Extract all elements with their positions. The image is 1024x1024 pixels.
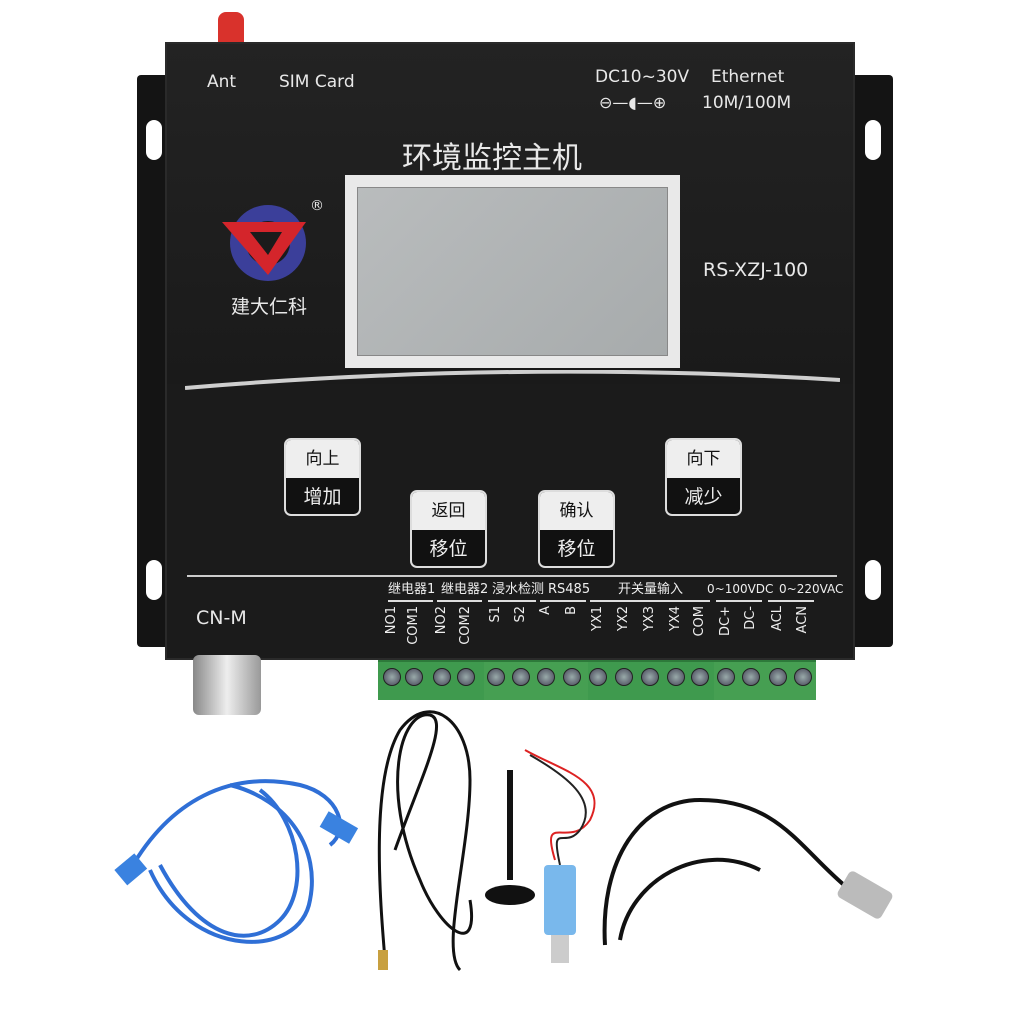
button-top-label: 向上 <box>286 440 359 478</box>
terminal-screw[interactable] <box>794 668 812 686</box>
terminal-screw[interactable] <box>667 668 685 686</box>
brand-name: 建大仁科 <box>231 296 308 318</box>
terminal-label: COM1 <box>406 606 421 645</box>
sim-card-label: SIM Card <box>279 72 355 92</box>
terminal-screw[interactable] <box>641 668 659 686</box>
button-bottom-label: 增加 <box>303 486 342 508</box>
group-label: 继电器1 <box>388 582 436 597</box>
button-top-label: 确认 <box>540 492 613 530</box>
terminal-screw[interactable] <box>717 668 735 686</box>
terminal-screw[interactable] <box>537 668 555 686</box>
brand-logo <box>222 205 306 281</box>
button-top-label: 向下 <box>667 440 740 478</box>
group-label: 0~220VAC <box>779 582 844 596</box>
terminal-screw[interactable] <box>769 668 787 686</box>
group-bracket <box>540 600 586 602</box>
group-label: 继电器2 <box>441 582 489 597</box>
accessories <box>114 710 893 972</box>
terminal-label: YX2 <box>616 606 631 632</box>
terminal-label: A <box>538 606 553 615</box>
terminal-screw[interactable] <box>405 668 423 686</box>
terminal-label: DC- <box>743 606 758 630</box>
group-label: RS485 <box>548 582 591 597</box>
terminal-label: DC+ <box>718 606 733 636</box>
group-bracket <box>388 600 433 602</box>
terminal-screw[interactable] <box>742 668 760 686</box>
group-label: 0~100VDC <box>707 582 774 596</box>
terminal-screw[interactable] <box>383 668 401 686</box>
cn-m-connector <box>193 655 261 715</box>
antenna-base <box>485 885 535 905</box>
right-mounting-bracket <box>851 75 893 647</box>
terminal-screw[interactable] <box>512 668 530 686</box>
terminal-label: YX3 <box>642 606 657 632</box>
terminal-screw[interactable] <box>487 668 505 686</box>
button-bottom-label: 移位 <box>429 538 468 560</box>
aviation-connector <box>837 871 893 919</box>
back-shift-button[interactable]: 返回移位 <box>410 490 487 568</box>
terminal-screw[interactable] <box>615 668 633 686</box>
terminal-screw[interactable] <box>433 668 451 686</box>
usb-plug <box>551 935 569 963</box>
sensor-cable <box>602 797 852 946</box>
button-top-label: 返回 <box>412 492 485 530</box>
group-label: 浸水检测 <box>492 582 545 597</box>
terminal-label: ACL <box>770 606 785 631</box>
model-label: RS-XZJ-100 <box>703 259 809 281</box>
terminal-label: YX4 <box>668 606 683 632</box>
speed-label: 10M/100M <box>702 93 792 113</box>
antenna-port <box>218 12 244 44</box>
lcd-screen <box>357 187 668 356</box>
cn-m-label: CN-M <box>196 607 247 629</box>
device-title: 环境监控主机 <box>402 141 582 176</box>
terminal-divider <box>187 575 837 577</box>
terminal-screw[interactable] <box>589 668 607 686</box>
terminal-label: S2 <box>513 606 528 623</box>
button-bottom-label: 移位 <box>557 538 596 560</box>
terminal-screw[interactable] <box>563 668 581 686</box>
panel-divider-curve <box>185 370 840 390</box>
terminal-label: COM2 <box>458 606 473 645</box>
group-bracket <box>437 600 482 602</box>
group-bracket <box>716 600 762 602</box>
button-bottom-label: 减少 <box>684 486 723 508</box>
lcd-display <box>345 175 680 368</box>
down-decrease-button[interactable]: 向下减少 <box>665 438 742 516</box>
ethernet-cable <box>128 779 342 944</box>
rj45-plug <box>114 853 148 886</box>
terminal-label: B <box>564 606 579 615</box>
usb-rs485-adapter <box>544 865 576 935</box>
power-label: DC10~30V <box>595 67 690 87</box>
terminal-screw[interactable] <box>457 668 475 686</box>
terminal-label: NO1 <box>384 606 399 635</box>
left-mounting-bracket <box>137 75 169 647</box>
group-bracket <box>590 600 710 602</box>
ant-label: Ant <box>207 72 237 92</box>
group-bracket <box>768 600 814 602</box>
up-increase-button[interactable]: 向上增加 <box>284 438 361 516</box>
terminal-label: COM <box>692 606 707 637</box>
terminal-label: S1 <box>488 606 503 623</box>
terminal-label: YX1 <box>590 606 605 632</box>
ethernet-label: Ethernet <box>711 67 785 87</box>
sma-connector <box>378 950 388 970</box>
polarity-symbol: ⊖—◖—⊕ <box>599 93 667 112</box>
terminal-label: ACN <box>795 606 810 634</box>
terminal-label: NO2 <box>434 606 449 635</box>
registered-mark: ® <box>310 198 324 214</box>
terminal-screw[interactable] <box>691 668 709 686</box>
rj45-plug <box>319 811 359 844</box>
confirm-shift-button[interactable]: 确认移位 <box>538 490 615 568</box>
group-label: 开关量输入 <box>618 582 684 597</box>
red-black-wires <box>524 749 596 866</box>
antenna-cable <box>377 710 473 972</box>
group-bracket <box>488 600 536 602</box>
